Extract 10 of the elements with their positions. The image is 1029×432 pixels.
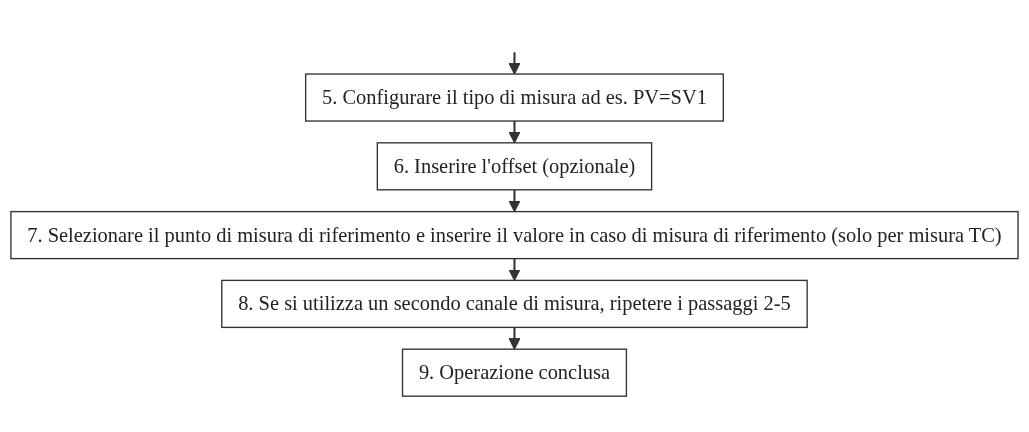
node-box: 5. Configurare il tipo di misura ad es. PV=SV1 — [305, 73, 724, 122]
arrow — [508, 52, 521, 75]
arrow — [508, 258, 521, 281]
node-box: 8. Se si utilizza un secondo canale di misura, ripetere i passaggi 2-5 — [221, 279, 808, 329]
arrow — [508, 121, 521, 144]
node-box: 6. Inserire l'offset (opzionale) — [376, 142, 653, 191]
node-box: 9. Operazione conclusa — [401, 348, 628, 397]
arrow — [508, 327, 521, 350]
node-box: 7. Selezionare il punto di misura di riferimento e inserire il valore in caso di misura di riferimento (solo per misura TC) — [10, 210, 1019, 260]
arrow — [508, 189, 521, 213]
